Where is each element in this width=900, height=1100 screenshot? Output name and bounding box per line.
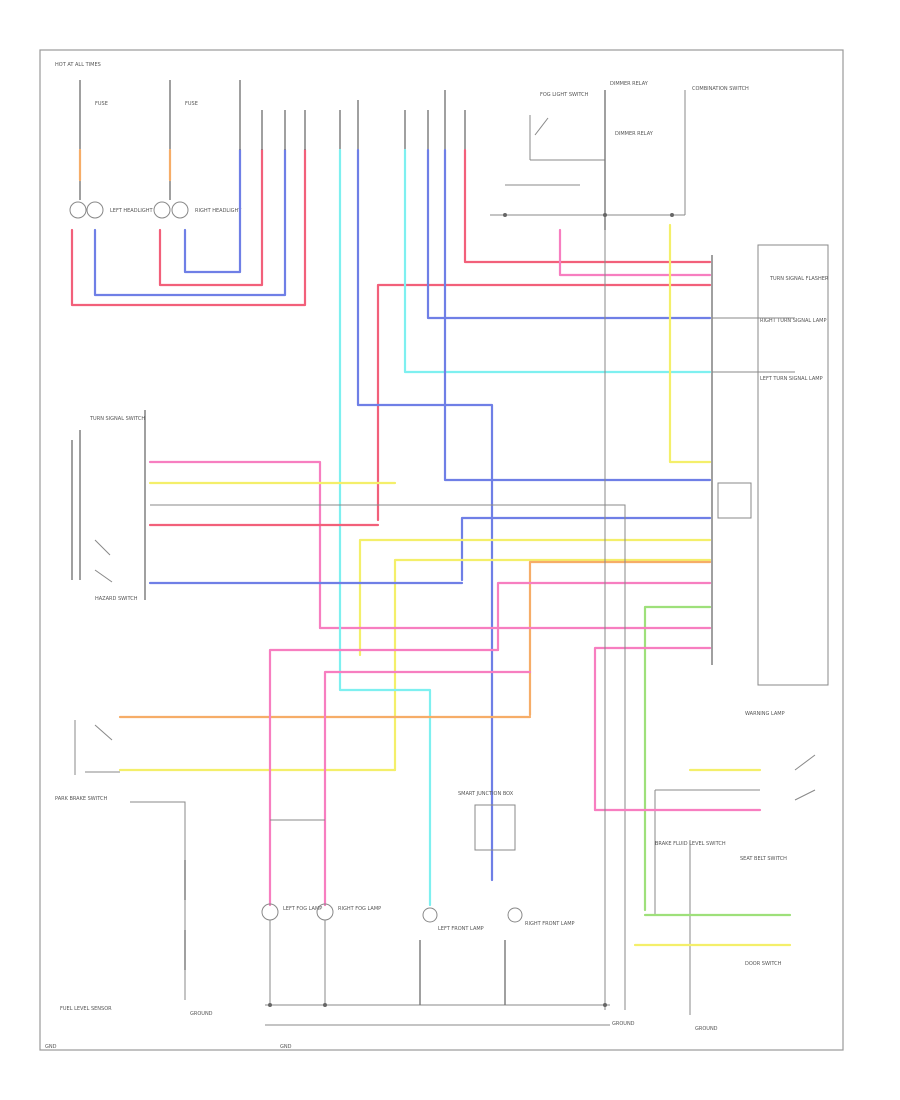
fuse-left-label: FUSE [95, 101, 108, 107]
ground-center-label: GROUND [612, 1021, 635, 1027]
left-headlight: LEFT HEADLIGHT [69, 201, 153, 219]
right-headlight: RIGHT HEADLIGHT [153, 201, 242, 219]
dimmer-relay-top-label: DIMMER RELAY [610, 81, 649, 87]
top-connector-row [239, 80, 466, 150]
wire-yellow-2 [393, 558, 712, 772]
wire-red-relay [463, 148, 712, 264]
center-relay: SMART JUNCTION BOX [458, 791, 516, 851]
door-switch-label: DOOR SWITCH [745, 961, 782, 967]
left-front-lamp: LEFT FRONT LAMP [422, 907, 484, 932]
wire-pink-right-fog [323, 670, 532, 907]
left-fog-lamp: LEFT FOG LAMP [261, 903, 322, 921]
park-brake-switch: PARK BRAKE SWITCH [55, 720, 120, 802]
wire-cyan-left-turn [403, 148, 712, 374]
wire-pink-turn [148, 460, 322, 630]
turn-signal-flasher-label: TURN SIGNAL FLASHER [769, 276, 829, 282]
warning-lamp-block: WARNING LAMP SEAT BELT SWITCH DOOR SWITC… [654, 711, 816, 1015]
wire-red-headlight-right [158, 148, 264, 287]
wire-pink-relay [558, 228, 712, 277]
wire-blue-headlight-right [183, 148, 242, 274]
fog-light-switch: FOG LIGHT SWITCH [529, 92, 605, 161]
right-front-lamp: RIGHT FRONT LAMP [507, 907, 575, 927]
left-turn-lamp-label: LEFT TURN SIGNAL LAMP [760, 376, 823, 382]
diagram-frame [39, 49, 844, 1051]
wire-blue-mid [356, 148, 494, 882]
right-fog-lamp: RIGHT FOG LAMP [316, 903, 381, 921]
fog-light-switch-label: FOG LIGHT SWITCH [540, 92, 589, 98]
left-headlight-label: LEFT HEADLIGHT [110, 208, 153, 214]
wire-red-cross [376, 283, 712, 522]
fuel-level-sensor-label: FUEL LEVEL SENSOR [60, 1006, 112, 1012]
dimmer-relay: DIMMER RELAY COMBINATION SWITCH [604, 86, 749, 230]
right-turn-lamp-label: RIGHT TURN SIGNAL LAMP [760, 318, 826, 324]
wire-yellow-1 [358, 538, 712, 657]
wire-red-headlight-left [70, 148, 307, 307]
left-front-lamp-label: LEFT FRONT LAMP [438, 926, 484, 932]
wire-gray-turn [150, 504, 626, 1010]
combination-switch-label: COMBINATION SWITCH [692, 86, 749, 92]
wire-pink-left-fog [268, 648, 500, 907]
fuel-level-sensor: FUEL LEVEL SENSOR [60, 801, 186, 1012]
brake-fluid-label: BRAKE FLUID LEVEL SWITCH [655, 841, 726, 847]
dimmer-relay-label: DIMMER RELAY [615, 131, 654, 137]
park-brake-switch-label: PARK BRAKE SWITCH [55, 796, 107, 802]
right-fog-lamp-label: RIGHT FOG LAMP [338, 906, 381, 912]
wire-blue-right-turn [426, 148, 712, 320]
warning-lamp-label: WARNING LAMP [745, 711, 785, 717]
wire-cyan-main [338, 148, 432, 907]
wire-pink-3 [593, 646, 712, 812]
bottom-left-label: GND [45, 1044, 57, 1050]
wire-yellow-fog [668, 223, 712, 464]
turn-signal-switch: TURN SIGNAL SWITCH HAZARD SWITCH [71, 410, 146, 602]
wire-blue-headlight-left [93, 148, 287, 297]
ground-right-label: GROUND [695, 1026, 718, 1032]
seat-belt-label: SEAT BELT SWITCH [740, 856, 787, 862]
wire-blue-hazard [460, 516, 712, 582]
bottom-mid-label: GND [280, 1044, 292, 1050]
right-headlight-label: RIGHT HEADLIGHT [195, 208, 242, 214]
combination-connector-right: TURN SIGNAL FLASHER RIGHT TURN SIGNAL LA… [711, 244, 829, 686]
right-front-lamp-label: RIGHT FRONT LAMP [525, 921, 575, 927]
smart-unit-label: SMART JUNCTION BOX [458, 791, 514, 797]
fuse-right-label: FUSE [185, 101, 198, 107]
hot-at-all-times-label: HOT AT ALL TIMES [55, 62, 101, 68]
ground-left-label: GROUND [190, 1011, 213, 1017]
hazard-switch-label: HAZARD SWITCH [95, 596, 138, 602]
left-fog-lamp-label: LEFT FOG LAMP [283, 906, 322, 912]
wire-orange-1 [528, 560, 712, 717]
fuse-block-left: HOT AT ALL TIMES FUSE FUSE [55, 62, 198, 200]
turn-switch-label: TURN SIGNAL SWITCH [89, 416, 145, 422]
wire-blue-flasher [443, 148, 712, 482]
